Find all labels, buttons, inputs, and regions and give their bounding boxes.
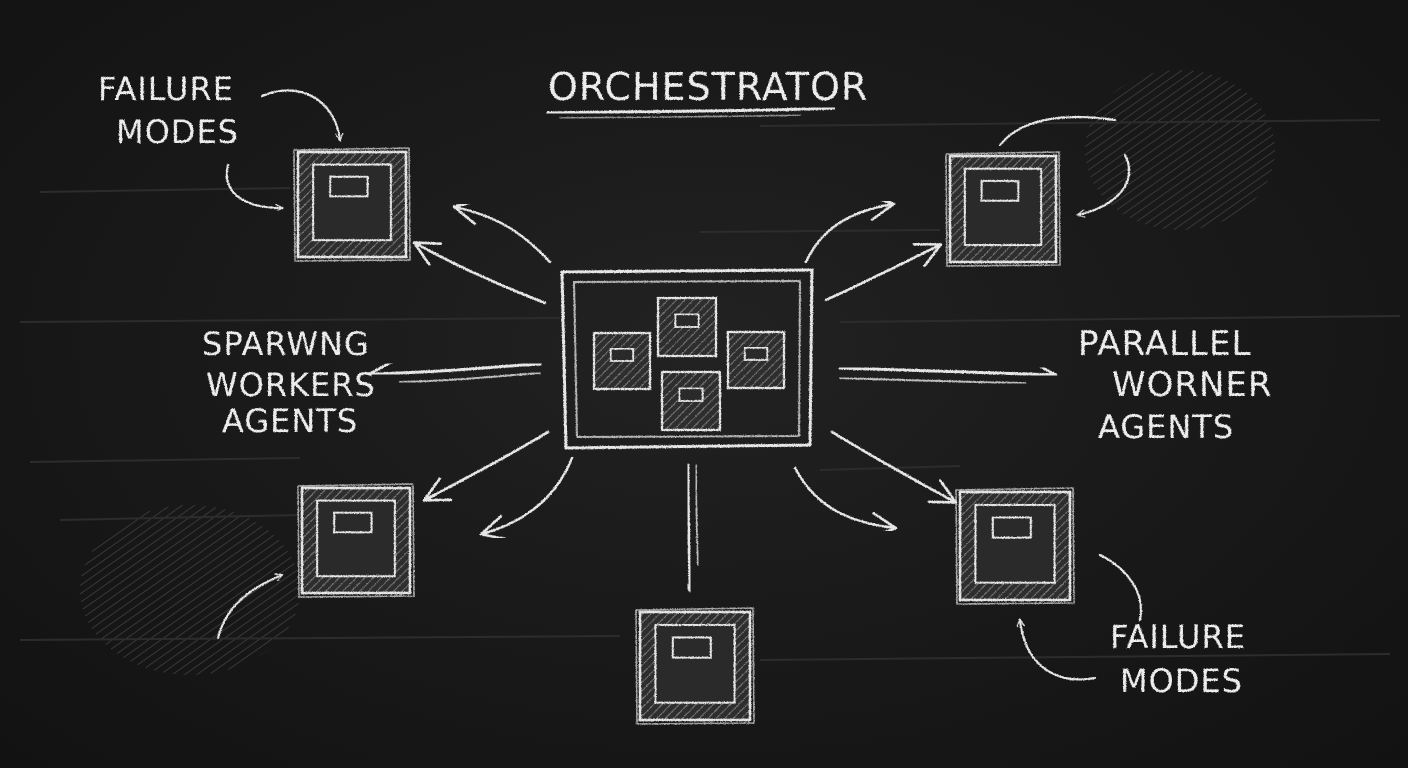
worker-agents [293,147,1075,725]
worker-box-bottom-right [955,487,1075,605]
arrow-left [367,360,542,387]
sub-agent-box-bottom [660,370,722,432]
arrow-down-double [695,464,699,566]
title-group: ORCHESTRATOR [546,65,868,119]
diagram-title: ORCHESTRATOR [548,65,868,109]
worker-box-top-right-sketch-outline [945,151,1061,267]
worker-box-bottom-right-sketch-outline [955,487,1075,605]
failure-modes-bottom-right-line-2: MODES [1120,662,1243,700]
sub-agent-box-left [592,331,652,391]
worker-box-bottom-center [635,607,755,725]
monitor-icon [980,179,1020,202]
arrow-to-top-left-worker [412,241,547,305]
arrow-to-bottom-left-worker [422,430,550,502]
annotation-arrow-failure-side [225,163,284,213]
orchestrator-frame-inner [573,280,801,438]
monitor-icon [333,511,373,534]
monitor-icon [329,175,369,198]
failure-modes-top-left-line-2: MODES [116,113,239,151]
orchestrator-frame [560,268,814,450]
monitor-icon [671,636,712,659]
annotation-arrow-bottom-right-lower [1016,618,1097,681]
orchestrator-sub-agents [592,296,786,432]
annotation-arrow-failure-top [260,89,344,142]
orchestrator-box [560,268,814,450]
arrow-to-bottom-right-worker [830,430,958,504]
smudge-bottom-left [80,505,300,675]
parallel-workers-line-3: AGENTS [1098,408,1234,446]
monitor-icon [991,516,1032,539]
connector-arrows [367,194,1058,593]
spawning-workers-label: SPARWNG WORKERS AGENTS [202,325,376,440]
worker-box-top-left-sketch-outline [293,147,411,262]
spawning-workers-line-3: AGENTS [222,402,358,440]
arrow-curved-top-left [452,199,552,264]
arrow-curved-top-right [804,194,896,264]
arrow-to-top-right-worker [824,242,943,302]
worker-box-bottom-left-sketch-outline [297,483,415,598]
arrow-right-double [839,377,1026,384]
arrow-right [838,360,1058,388]
annotation-arrows [216,89,1143,681]
smudge-top-right [1085,70,1275,230]
background-smudges [19,70,1401,675]
title-underline-2 [559,114,801,119]
worker-box-bottom-center-sketch-outline [635,607,755,725]
sub-agent-box-right [726,330,786,390]
annotation-arrow-bottom-right-upper [1098,553,1143,622]
arrow-left-double [399,372,541,383]
annotation-arrow-bottom-left [216,573,284,640]
parallel-workers-line-1: PARALLEL [1078,324,1251,364]
spawning-workers-line-1: SPARWNG [202,325,370,363]
arrow-curved-bottom-right [793,466,898,539]
monitor-icon [609,347,635,362]
arrow-curved-bottom-left [479,456,574,541]
worker-box-bottom-left [297,483,415,598]
arrow-down [676,463,703,593]
spawning-workers-line-2: WORKERS [206,366,376,404]
sub-agent-box-top [656,296,718,358]
title-underline [546,106,836,115]
annotation-arrow-top-right-upper [998,115,1117,147]
worker-box-top-left [293,147,411,262]
failure-modes-bottom-right-line-1: FAILURE [1110,618,1246,656]
failure-modes-top-left-label: FAILURE MODES [98,70,239,151]
parallel-workers-line-2: WORNER [1112,365,1273,405]
monitor-icon [743,346,769,361]
annotation-arrow-top-right-lower [1076,153,1131,218]
failure-modes-bottom-right-label: FAILURE MODES [1110,618,1246,700]
smudge-lines [19,119,1401,661]
parallel-workers-label: PARALLEL WORNER AGENTS [1078,324,1273,446]
worker-box-top-right [945,151,1061,267]
failure-modes-top-left-line-1: FAILURE [98,70,234,108]
monitor-icon [678,387,704,402]
monitor-icon [674,313,700,328]
